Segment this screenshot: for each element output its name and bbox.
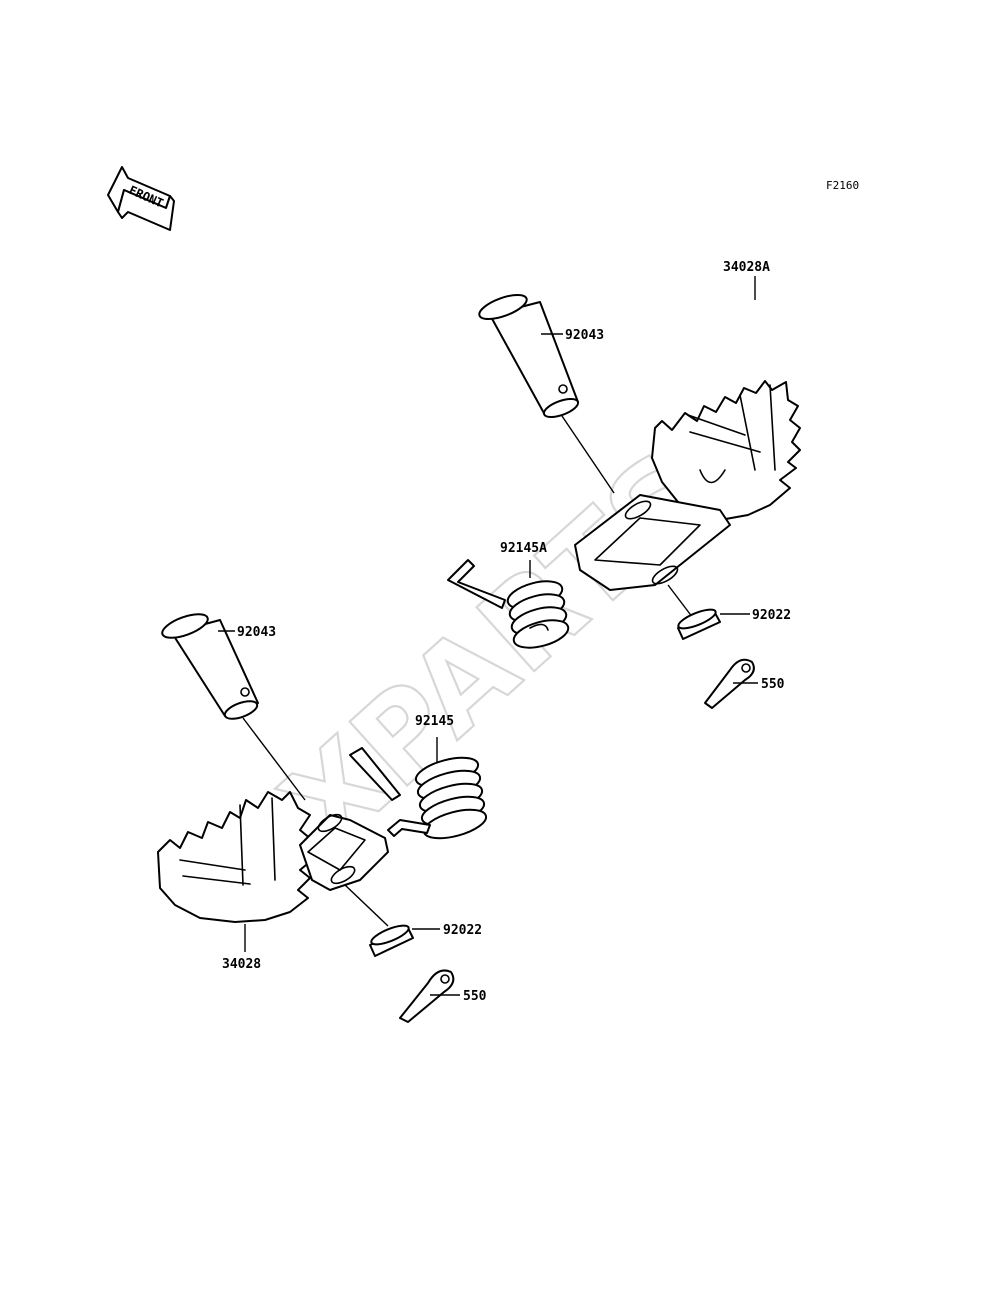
- cotter-pin-lower: [399, 969, 455, 1023]
- label-footpeg-left: 34028: [222, 957, 261, 972]
- label-pin-upper: 92043: [565, 328, 604, 343]
- label-footpeg-right: 34028A: [723, 260, 770, 275]
- spring-upper: [447, 559, 570, 649]
- label-spring-upper: 92145A: [500, 541, 547, 556]
- label-cotter-lower: 550: [463, 989, 487, 1004]
- washer-lower: [369, 924, 414, 957]
- footpeg-right: [574, 380, 801, 591]
- pin-lower: [161, 613, 259, 720]
- label-washer-upper: 92022: [752, 608, 791, 623]
- label-cotter-upper: 550: [761, 677, 785, 692]
- front-arrow-icon: FRONT: [107, 166, 175, 231]
- washer-upper: [677, 608, 721, 640]
- label-washer-lower: 92022: [443, 923, 482, 938]
- spring-lower: [349, 747, 488, 840]
- cotter-pin-upper: [704, 658, 755, 709]
- watermark-text: XPARTS: [256, 425, 736, 876]
- label-spring-lower: 92145: [415, 714, 454, 729]
- label-pin-lower: 92043: [237, 625, 276, 640]
- footpeg-left: [157, 791, 389, 923]
- figure-code: F2160: [826, 179, 859, 192]
- pin-upper: [478, 293, 580, 419]
